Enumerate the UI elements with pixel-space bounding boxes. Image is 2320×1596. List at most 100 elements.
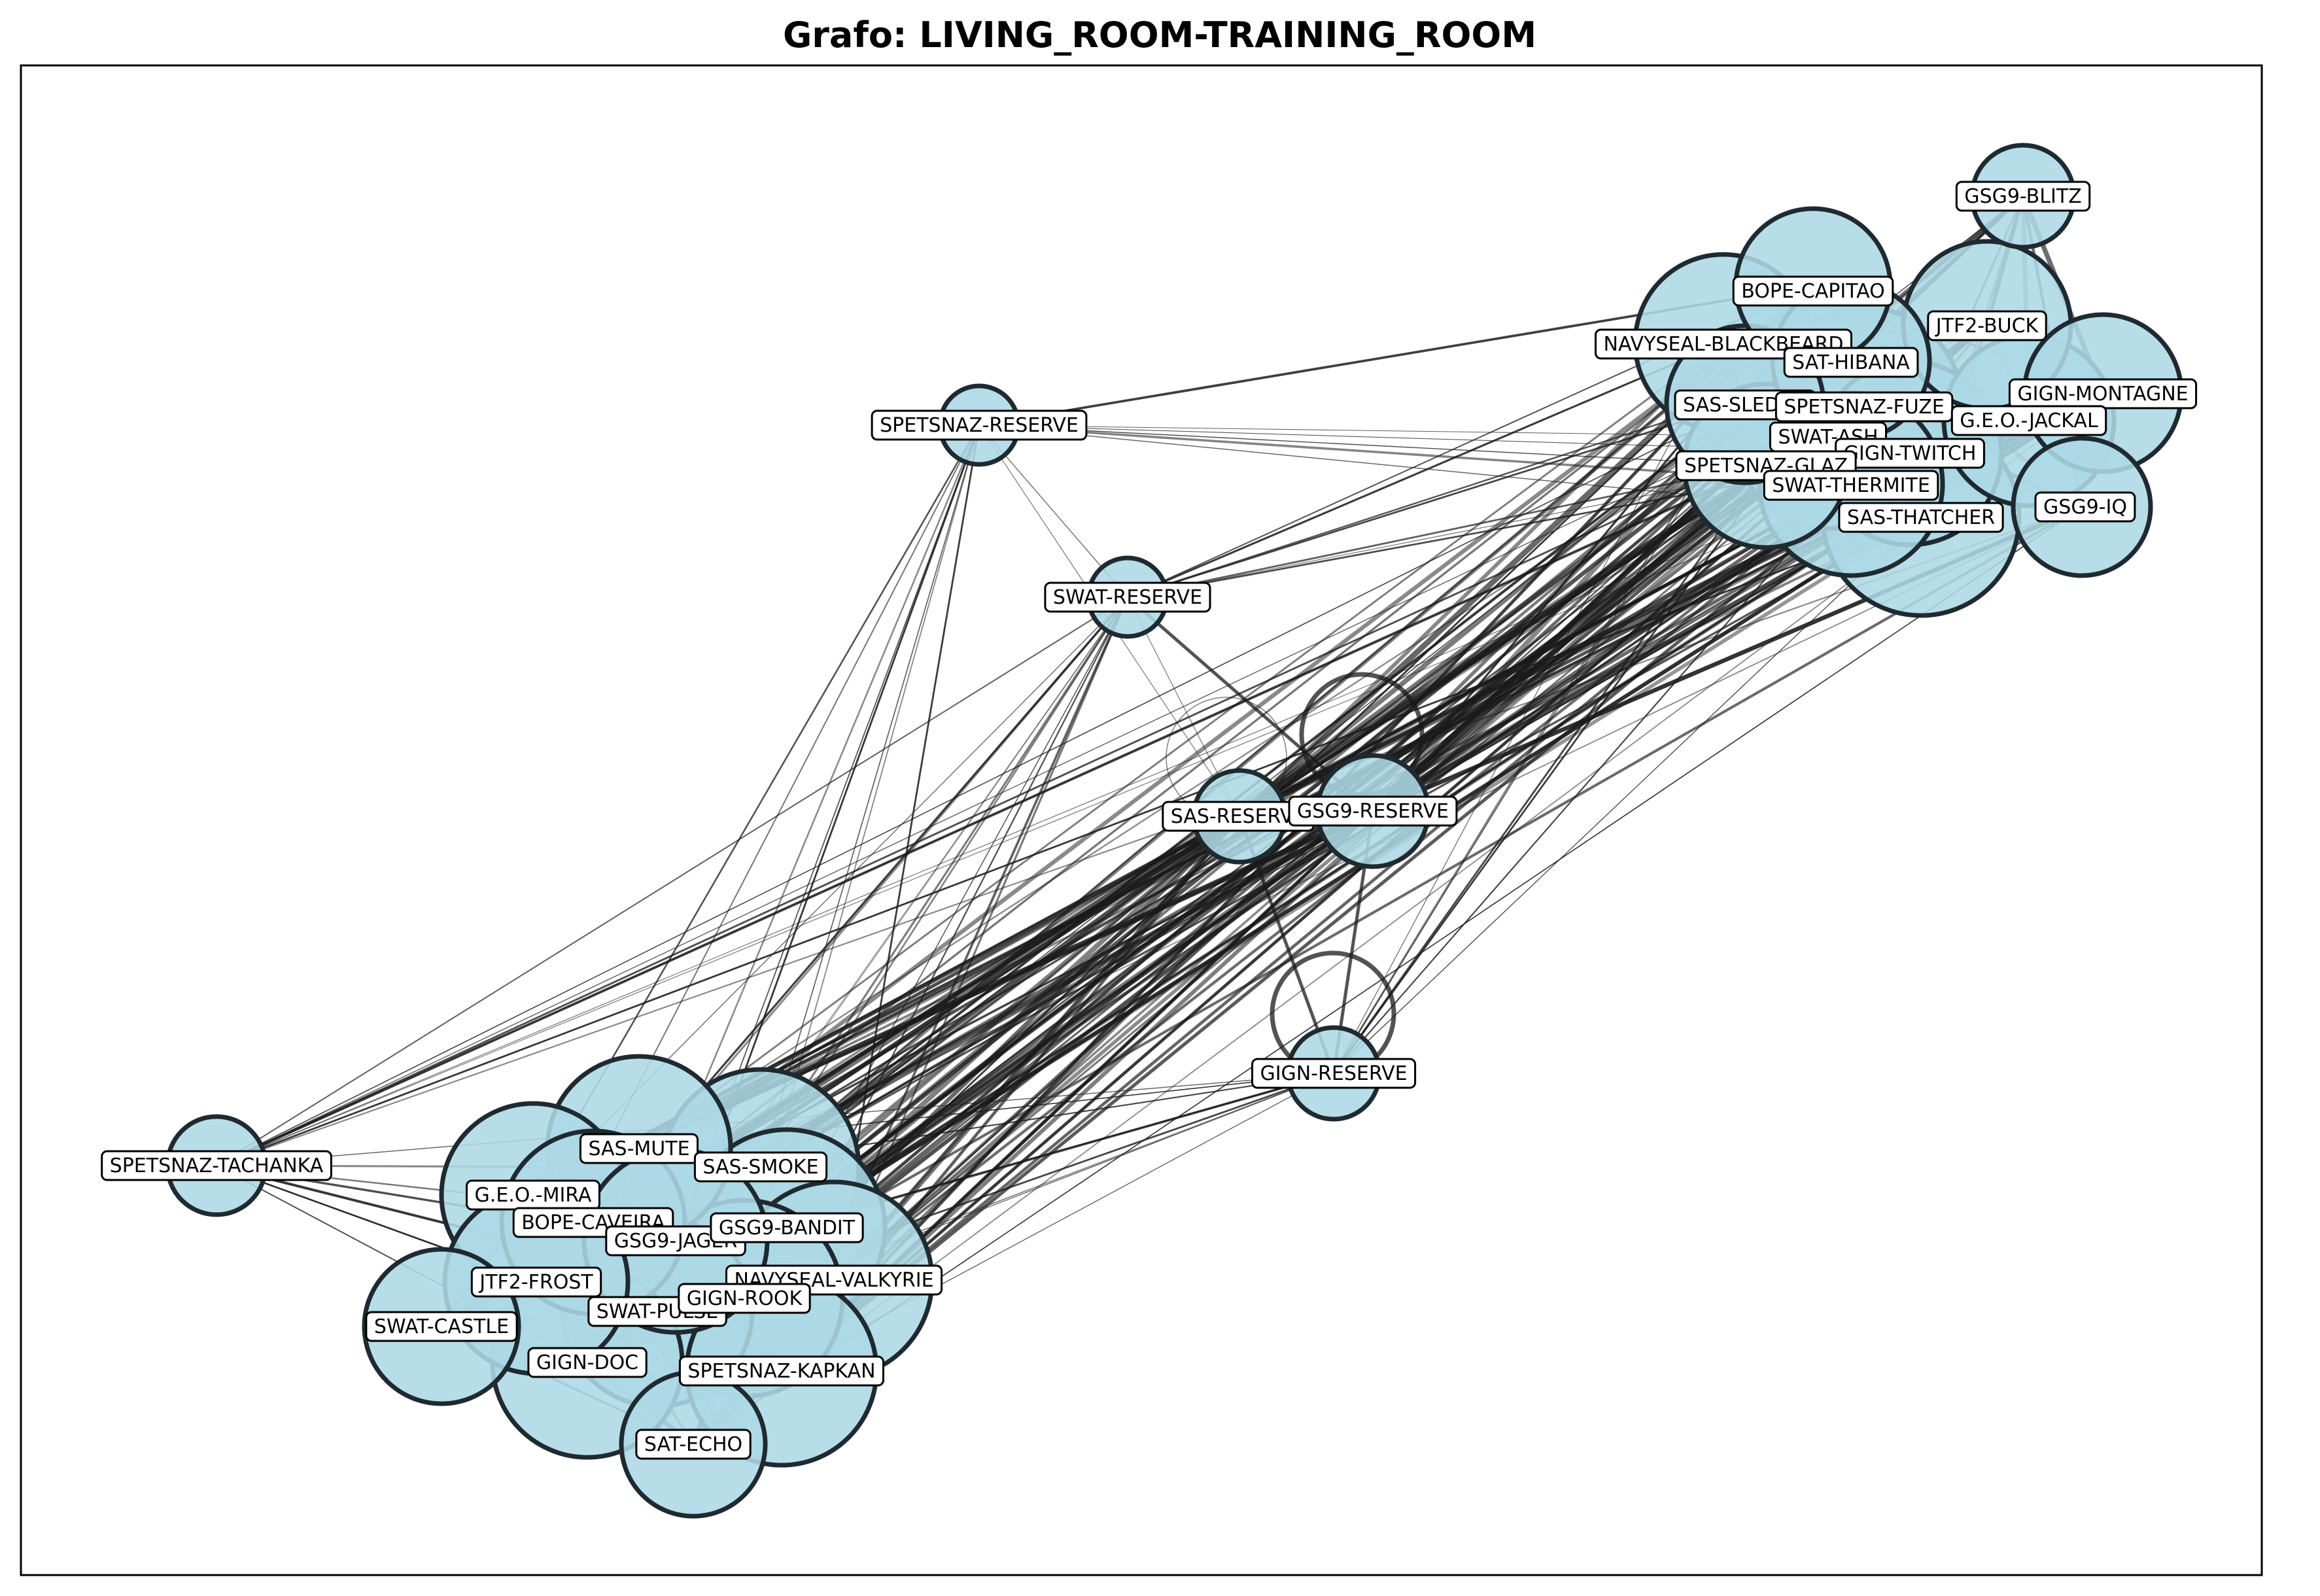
node-label-jtf2-buck: JTF2-BUCK <box>1927 310 2047 341</box>
node-label-text: GSG9-IQ <box>2043 496 2127 519</box>
node-label-text: JTF2-FROST <box>478 1271 593 1294</box>
node-label-text: GSG9-BLITZ <box>1964 185 2081 208</box>
node-label-box <box>635 1429 752 1460</box>
node-label-box <box>1783 347 1919 378</box>
node-label-box <box>1775 391 1954 423</box>
edge-spetsnaz-reserve-sas-smoke <box>760 425 980 1168</box>
edge-swat-reserve-sas-smoke <box>759 596 1129 1169</box>
edge-sas-mute-sat-hibana <box>638 360 1852 1149</box>
node-label-spetsnaz-fuze: SPETSNAZ-FUZE <box>1775 391 1954 423</box>
edge-gsg9-jager-bope-capitao <box>674 284 1815 1243</box>
node-label-gsg9-blitz: GSG9-BLITZ <box>1955 181 2091 212</box>
node-label-sat-hibana: SAT-HIBANA <box>1783 347 1919 378</box>
node-label-box <box>678 1355 885 1387</box>
node-label-text: JTF2-BUCK <box>1935 315 2039 338</box>
node-label-swat-castle: SWAT-CASTLE <box>365 1311 518 1342</box>
node-label-box <box>871 409 1088 441</box>
node-label-text: SAS-RESERVE <box>1171 805 1306 828</box>
edge-gign-reserve-spetsnaz-glaz <box>1332 464 1767 1075</box>
graph-title: Grafo: LIVING_ROOM-TRAINING_ROOM <box>783 14 1536 56</box>
node-label-box <box>101 1150 332 1181</box>
node-label-text: BOPE-CAPITAO <box>1741 280 1885 303</box>
node-label-text: GIGN-RESERVE <box>1260 1062 1407 1085</box>
node-label-sas-thatcher: SAS-THATCHER <box>1838 502 2004 533</box>
node-label-swat-thermite: SWAT-THERMITE <box>1763 470 1939 501</box>
node-label-text: SWAT-CASTLE <box>374 1315 509 1338</box>
edge-gign-rook-spetsnaz-glaz <box>742 464 1768 1300</box>
edge-swat-reserve-spetsnaz-tachanka <box>216 597 1128 1166</box>
node-label-text: SWAT-RESERVE <box>1053 586 1202 609</box>
node-label-text: SPETSNAZ-TACHANKA <box>110 1154 324 1177</box>
edge-gsg9-reserve-sas-smoke <box>759 810 1374 1169</box>
edge-swat-reserve-navyseal-valkyrie <box>833 596 1129 1281</box>
node-label-spetsnaz-tachanka: SPETSNAZ-TACHANKA <box>101 1150 332 1181</box>
edge-sas-mute-navyseal-blackbeard <box>638 341 1725 1149</box>
node-label-text: SPETSNAZ-KAPKAN <box>687 1360 875 1383</box>
edge-gsg9-reserve-spetsnaz-glaz <box>1370 462 1769 814</box>
node-label-box <box>1950 405 2107 436</box>
edge-spetsnaz-tachanka-swat-thermite <box>216 483 1852 1166</box>
edge-sas-reserve-sas-sledge <box>1237 402 1748 819</box>
edge-spetsnaz-tachanka-g-e-o-jackal <box>216 420 2030 1166</box>
node-label-bope-capitao: BOPE-CAPITAO <box>1732 275 1894 307</box>
node-label-text: SAS-MUTE <box>588 1137 689 1160</box>
node-label-box <box>1288 795 1458 827</box>
node-label-text: SPETSNAZ-RESERVE <box>880 414 1079 437</box>
node-label-text: SAS-THATCHER <box>1847 506 1995 529</box>
node-label-box <box>710 1212 864 1243</box>
node-label-spetsnaz-kapkan: SPETSNAZ-KAPKAN <box>678 1355 885 1387</box>
node-label-box <box>1838 502 2004 533</box>
plot-frame <box>20 64 2263 1576</box>
node-label-swat-reserve: SWAT-RESERVE <box>1044 581 1211 613</box>
node-label-sas-smoke: SAS-SMOKE <box>693 1151 828 1183</box>
node-label-gsg9-reserve: GSG9-RESERVE <box>1288 795 1458 827</box>
node-label-gsg9-iq: GSG9-IQ <box>2034 491 2136 523</box>
node-label-box <box>1251 1058 1417 1089</box>
node-label-box <box>678 1283 811 1314</box>
node-label-text: GIGN-MONTAGNE <box>2017 383 2188 406</box>
edge-spetsnaz-tachanka-spetsnaz-fuze <box>215 404 1865 1167</box>
node-label-sat-echo: SAT-ECHO <box>635 1429 752 1460</box>
node-label-text: SWAT-THERMITE <box>1772 474 1930 497</box>
node-label-box <box>579 1133 699 1164</box>
node-label-box <box>470 1266 602 1298</box>
node-label-text: G.E.O.-JACKAL <box>1960 409 2098 432</box>
node-label-box <box>527 1347 648 1378</box>
node-label-box <box>1927 310 2047 341</box>
node-label-box <box>1044 581 1211 613</box>
edge-sas-reserve-navyseal-blackbeard <box>1238 341 1725 818</box>
node-label-text: GIGN-DOC <box>536 1351 638 1374</box>
node-label-text: GIGN-TWITCH <box>1844 442 1977 465</box>
node-label-box <box>1955 181 2091 212</box>
edge-gign-reserve-navyseal-blackbeard <box>1333 342 1724 1074</box>
edge-navyseal-valkyrie-swat-ash <box>832 435 1830 1282</box>
node-label-box <box>693 1151 828 1183</box>
node-label-g-e-o-mira: G.E.O.-MIRA <box>466 1179 600 1211</box>
node-label-text: SAT-ECHO <box>644 1433 742 1456</box>
edge-gign-reserve-sas-sledge <box>1333 404 1746 1074</box>
node-label-box <box>365 1311 518 1342</box>
edge-spetsnaz-tachanka-sas-sledge <box>216 404 1746 1166</box>
node-label-text: SAS-SMOKE <box>702 1156 818 1179</box>
edge-gsg9-reserve-navyseal-valkyrie <box>833 810 1374 1281</box>
node-label-gign-reserve: GIGN-RESERVE <box>1251 1058 1417 1089</box>
node-label-text: GIGN-ROOK <box>687 1287 803 1310</box>
node-label-jtf2-frost: JTF2-FROST <box>470 1266 602 1298</box>
node-label-gign-twitch: GIGN-TWITCH <box>1835 438 1985 469</box>
node-label-gign-doc: GIGN-DOC <box>527 1347 648 1378</box>
edge-sas-reserve-gsg9-bandit <box>784 814 1242 1230</box>
edge-spetsnaz-kapkan-spetsnaz-glaz <box>779 463 1769 1373</box>
node-label-text: GSG9-RESERVE <box>1297 800 1449 823</box>
node-label-box <box>1732 275 1894 307</box>
edge-spetsnaz-tachanka-sas-thatcher <box>215 516 1922 1167</box>
node-label-text: GSG9-BANDIT <box>719 1217 856 1240</box>
node-label-sas-mute: SAS-MUTE <box>579 1133 699 1164</box>
node-label-text: SAT-HIBANA <box>1792 351 1910 374</box>
edge-swat-reserve-navyseal-blackbeard <box>1126 341 1725 598</box>
labels-layer: GSG9-BLITZBOPE-CAPITAOJTF2-BUCKNAVYSEAL-… <box>101 181 2198 1460</box>
node-label-gign-montagne: GIGN-MONTAGNE <box>2008 378 2198 409</box>
node-label-box <box>1763 470 1939 501</box>
edge-spetsnaz-tachanka-gsg9-iq <box>215 506 2083 1167</box>
edge-gign-reserve-sas-thatcher <box>1333 517 1922 1074</box>
